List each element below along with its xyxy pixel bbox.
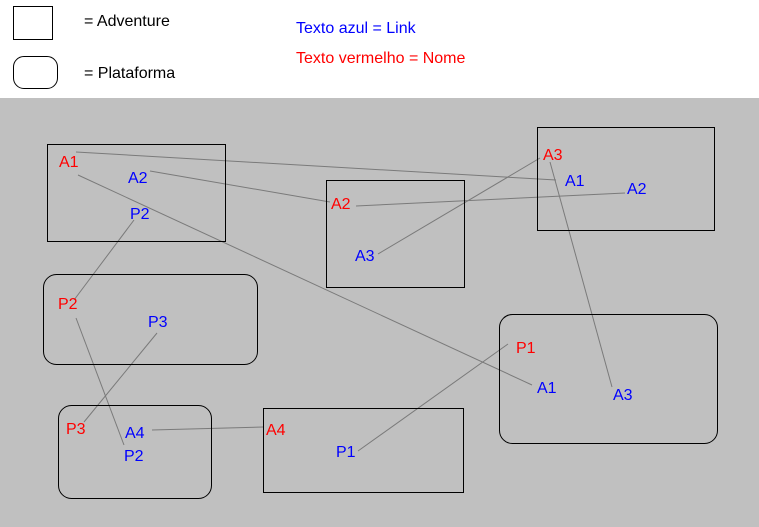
- adventure-node-a4: [263, 408, 464, 493]
- adventure-node-a3: [537, 127, 715, 231]
- link-label: A2: [627, 181, 647, 198]
- legend: = Adventure = Plataforma Texto azul = Li…: [0, 0, 759, 98]
- plataforma-node-p1: [499, 314, 718, 444]
- connector-a2-a2: [149, 170, 331, 203]
- connector-p1-p1: [357, 343, 509, 452]
- connector-p3-p2: [83, 332, 158, 423]
- plataforma-node-p2: [43, 274, 258, 365]
- link-label: P3: [148, 314, 168, 331]
- connector-p2-p3: [75, 317, 125, 446]
- node-labels: A1 A2 P2 A2 A3 A3 A1 A2 P2 P3 P1 A1 A3 P…: [58, 147, 647, 465]
- link-label: P2: [124, 448, 144, 465]
- connector-a1-p1: [77, 174, 533, 386]
- link-label: A3: [613, 387, 633, 404]
- link-label: P2: [130, 206, 150, 223]
- connector-a4-a4: [151, 426, 264, 431]
- link-label: A3: [355, 248, 375, 265]
- connector-a3-p1: [549, 161, 613, 388]
- plataforma-legend-shape: [13, 56, 58, 89]
- connector-a2-a3: [355, 192, 626, 207]
- link-label: A1: [565, 173, 585, 190]
- name-label: P2: [58, 296, 78, 313]
- connectors: [73, 151, 626, 452]
- name-label: A2: [331, 196, 351, 213]
- name-label: A3: [543, 147, 563, 164]
- connector-a3-a2: [377, 157, 541, 255]
- name-label: A4: [266, 422, 286, 439]
- plataforma-node-p3: [58, 405, 212, 499]
- connector-p2-p2: [73, 219, 135, 301]
- link-color-key: Texto azul = Link: [296, 20, 416, 37]
- connector-a1-a3: [75, 151, 557, 181]
- adventure-legend-shape: [13, 6, 53, 40]
- link-label: P1: [336, 444, 356, 461]
- adventure-node-a1: [47, 144, 226, 242]
- name-label: P3: [66, 421, 86, 438]
- name-color-key: Texto vermelho = Nome: [296, 50, 466, 67]
- link-label: A1: [537, 380, 557, 397]
- link-label: A4: [125, 425, 145, 442]
- plataforma-legend-label: = Plataforma: [84, 65, 176, 82]
- name-label: P1: [516, 340, 536, 357]
- name-label: A1: [59, 154, 79, 171]
- adventure-legend-label: = Adventure: [84, 13, 170, 30]
- link-label: A2: [128, 170, 148, 187]
- node-shapes: [43, 127, 718, 499]
- adventure-node-a2: [326, 180, 465, 288]
